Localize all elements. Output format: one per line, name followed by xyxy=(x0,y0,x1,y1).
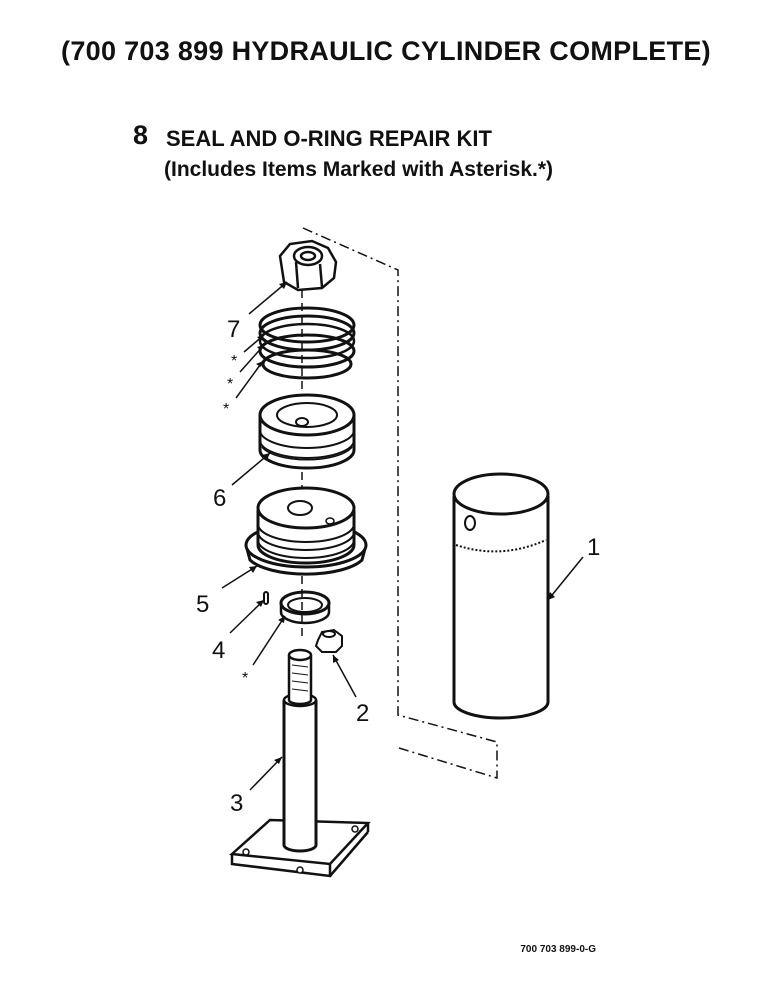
repair-kit-name: SEAL AND O-RING REPAIR KIT xyxy=(166,126,492,151)
callout-4: 4 xyxy=(212,637,225,664)
callout-5: 5 xyxy=(196,591,209,618)
leader-lines xyxy=(221,281,584,791)
assembly-guide-line xyxy=(302,227,498,780)
asterisk-mark: * xyxy=(223,401,229,418)
callout-2: 2 xyxy=(356,700,369,727)
page-title: (700 703 899 HYDRAULIC CYLINDER COMPLETE… xyxy=(61,36,711,66)
nut-part xyxy=(278,239,338,292)
asterisk-mark: * xyxy=(242,670,248,687)
repair-kit-item-number: 8 xyxy=(133,120,149,150)
piston-part xyxy=(258,393,356,470)
callout-6: 6 xyxy=(213,485,226,512)
callout-7: 7 xyxy=(227,316,240,343)
callout-1: 1 xyxy=(587,534,600,561)
piston-rod-part xyxy=(229,648,371,878)
seal-rings xyxy=(258,306,356,380)
repair-kit-note: (Includes Items Marked with Asterisk.*) xyxy=(164,158,554,181)
retainer-ring-part xyxy=(279,590,331,625)
callout-3: 3 xyxy=(230,790,243,817)
bleeder-screw-part xyxy=(314,628,343,653)
drawing-code: 700 703 899-0-G xyxy=(520,944,596,955)
pin-part xyxy=(263,591,269,605)
asterisk-mark: * xyxy=(231,353,237,370)
cylinder-head-part xyxy=(244,486,368,576)
asterisk-mark: * xyxy=(227,376,233,393)
leader-arrowheads xyxy=(249,282,555,764)
cylinder-barrel-part xyxy=(452,472,550,720)
